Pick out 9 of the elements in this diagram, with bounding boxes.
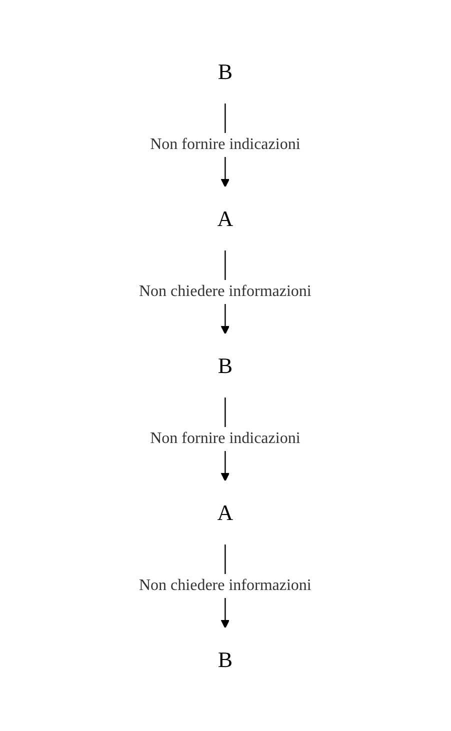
- node-text: B: [218, 647, 233, 672]
- edge-label: Non chiedere informazioni: [139, 577, 312, 594]
- edge-label: Non fornire indicazioni: [150, 430, 301, 447]
- edge-label: Non fornire indicazioni: [150, 136, 301, 153]
- node-text: A: [218, 206, 234, 231]
- edge-label: Non chiedere informazioni: [139, 283, 312, 300]
- node-text: B: [218, 59, 233, 84]
- node-text: B: [218, 353, 233, 378]
- node-text: A: [218, 500, 234, 525]
